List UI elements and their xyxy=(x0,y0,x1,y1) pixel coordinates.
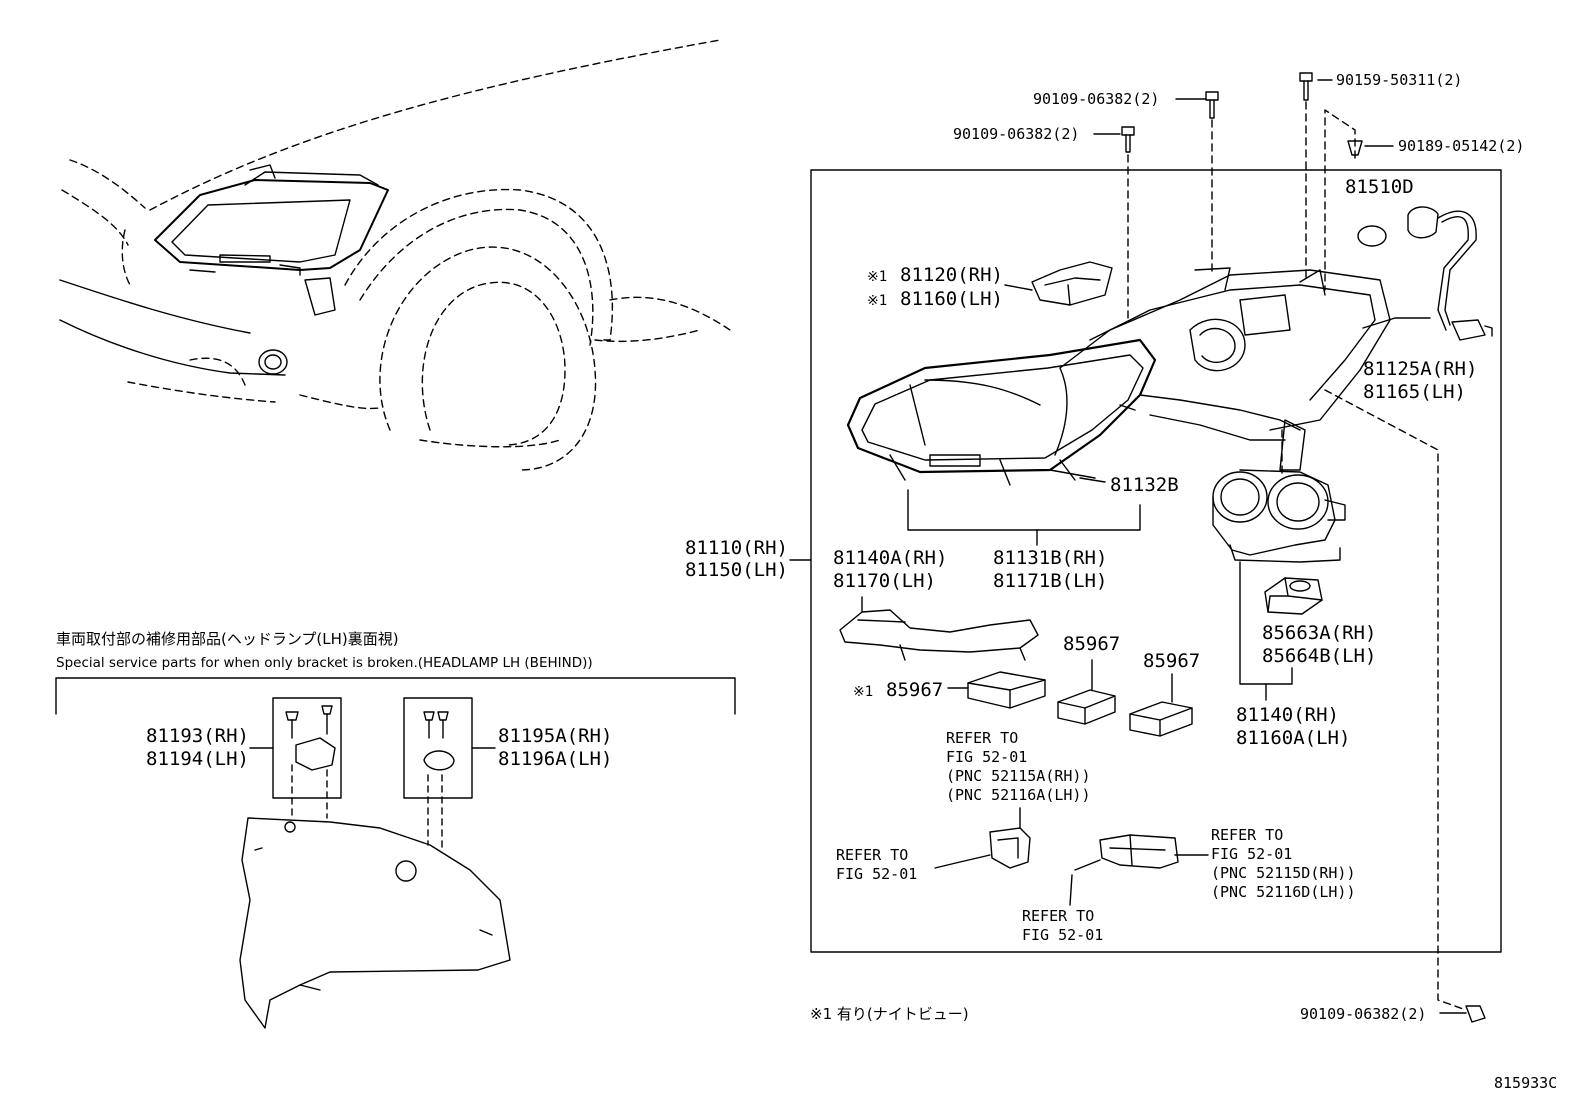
callout-81140a-rh: 81140A(RH) xyxy=(833,547,948,569)
assembly-frame xyxy=(810,169,1502,953)
module-85967-a xyxy=(1057,689,1116,725)
refer-52115d-line3: (PNC 52115D(RH)) xyxy=(1211,864,1356,882)
callout-85967-c: 85967 xyxy=(886,679,944,701)
callout-90159-50311: 90159-50311(2) xyxy=(1336,71,1463,89)
callout-85664b-lh: 85664B(LH) xyxy=(1262,645,1377,667)
projector-unit xyxy=(1212,469,1346,563)
headlamp-assembly xyxy=(846,267,1391,486)
refer-52115a-line3: (PNC 52115A(RH)) xyxy=(946,767,1091,785)
callout-81110-rh: 81110(RH) xyxy=(685,537,788,559)
figure-id: 815933C xyxy=(1494,1074,1558,1092)
refer-bottom-line2: FIG 52-01 xyxy=(1022,926,1104,944)
bracket-81131b xyxy=(907,489,1141,531)
refer-52115d-line1: REFER TO xyxy=(1211,826,1284,844)
bracket-52115d xyxy=(1099,834,1179,869)
socket-81125a xyxy=(1407,206,1493,341)
note-mark-81160: ※1 xyxy=(867,293,888,309)
service-parts-frame xyxy=(55,677,736,715)
callout-81160-lh: 81160(LH) xyxy=(900,288,1003,310)
callout-81194-lh: 81194(LH) xyxy=(146,748,249,770)
module-85967-b xyxy=(1129,701,1193,737)
refer-left-line1: REFER TO xyxy=(836,846,909,864)
bracket-52115a xyxy=(989,827,1031,869)
callout-81140-rh: 81140(RH) xyxy=(1236,704,1339,726)
refer-52115a-line2: FIG 52-01 xyxy=(946,748,1028,766)
footnote-night-view: ※1 有り(ナイトビュー) xyxy=(810,1005,969,1023)
service-parts-title-en: Special service parts for when only brac… xyxy=(56,655,593,671)
callout-81196a-lh: 81196A(LH) xyxy=(498,748,613,770)
callout-81193-rh: 81193(RH) xyxy=(146,725,249,747)
refer-52115d-line4: (PNC 52116D(LH)) xyxy=(1211,883,1356,901)
top-fasteners xyxy=(1093,72,1394,319)
refer-bottom-line1: REFER TO xyxy=(1022,907,1095,925)
callout-90109-06382-mid: 90109-06382(2) xyxy=(953,125,1080,143)
callout-81125a-rh: 81125A(RH) xyxy=(1363,358,1478,380)
callout-85663a-rh: 85663A(RH) xyxy=(1262,622,1377,644)
car-front-illustration xyxy=(59,39,731,471)
part-81120 xyxy=(1031,261,1113,306)
cap-81510d xyxy=(1357,225,1387,247)
callout-81195a-rh: 81195A(RH) xyxy=(498,725,613,747)
refer-52115a-line4: (PNC 52116A(LH)) xyxy=(946,786,1091,804)
lh-headlamp-back-illustration xyxy=(239,817,511,1029)
refer-52115a-line1: REFER TO xyxy=(946,729,1019,747)
callout-81510d: 81510D xyxy=(1345,176,1414,198)
callout-81170-lh: 81170(LH) xyxy=(833,570,936,592)
refer-52115d-line2: FIG 52-01 xyxy=(1211,845,1293,863)
note-mark-81120: ※1 xyxy=(867,269,888,285)
leader-81125a xyxy=(1362,317,1431,329)
callout-81150-lh: 81150(LH) xyxy=(685,559,788,581)
part-81140a xyxy=(839,609,1039,661)
callout-90189-05142: 90189-05142(2) xyxy=(1398,137,1525,155)
callout-85967-b: 85967 xyxy=(1143,650,1201,672)
callout-81165-lh: 81165(LH) xyxy=(1363,381,1466,403)
callout-81120-rh: 81120(RH) xyxy=(900,264,1003,286)
note-mark-85967: ※1 xyxy=(853,684,874,700)
callout-90109-06382-bottom: 90109-06382(2) xyxy=(1300,1005,1427,1023)
callout-81131b-rh: 81131B(RH) xyxy=(993,547,1108,569)
module-85967-c xyxy=(967,671,1046,709)
callout-90109-06382-top: 90109-06382(2) xyxy=(1033,90,1160,108)
refer-left-line2: FIG 52-01 xyxy=(836,865,918,883)
ballast-85663a xyxy=(1264,577,1323,615)
callout-81132b: 81132B xyxy=(1110,474,1179,496)
callout-81171b-lh: 81171B(LH) xyxy=(993,570,1108,592)
callout-85967-a: 85967 xyxy=(1063,633,1121,655)
callout-81160a-lh: 81160A(LH) xyxy=(1236,727,1351,749)
service-parts-title-jp: 車両取付部の補修用部品(ヘッドランプ(LH)裏面視) xyxy=(56,630,399,648)
